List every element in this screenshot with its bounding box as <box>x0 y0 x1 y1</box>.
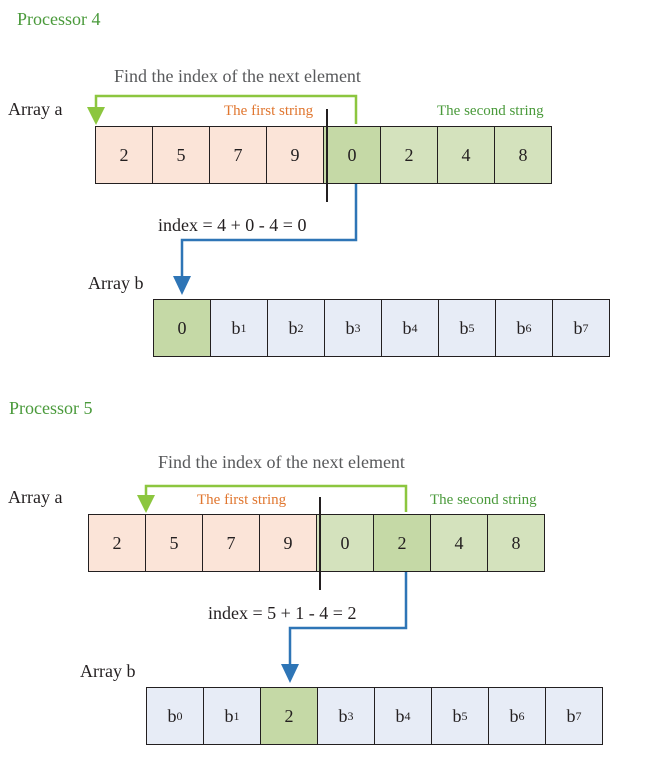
processor-5-label: Processor 5 <box>9 398 93 418</box>
array-a-cell: 8 <box>487 514 545 572</box>
blue-write-arrow <box>281 572 408 683</box>
array-a-label: Array a <box>8 99 63 119</box>
array-a-cell: 2 <box>380 126 438 184</box>
index-formula: index = 4 + 0 - 4 = 0 <box>158 215 307 235</box>
array-a-cell: 7 <box>202 514 260 572</box>
array-a-cell: 4 <box>437 126 495 184</box>
blue-write-arrow <box>173 184 358 295</box>
array-a: 2 5 7 9 0 2 4 8 <box>95 126 552 184</box>
array-b-cell-written: 0 <box>153 299 211 357</box>
green-lookup-arrow <box>87 94 358 125</box>
second-string-label: The second string <box>437 103 544 119</box>
array-a: 2 5 7 9 0 2 4 8 <box>88 514 545 572</box>
array-a-label: Array a <box>8 487 63 507</box>
green-lookup-arrow <box>137 484 408 513</box>
array-a-cell: 5 <box>145 514 203 572</box>
find-next-index-caption: Find the index of the next element <box>158 452 405 472</box>
processor-4-label: Processor 4 <box>17 9 101 29</box>
array-a-cell: 8 <box>494 126 552 184</box>
first-string-label: The first string <box>197 492 287 508</box>
array-b-label: Array b <box>80 661 136 681</box>
array-b-label: Array b <box>88 273 144 293</box>
array-b-cell-written: 2 <box>260 687 318 745</box>
index-formula: index = 5 + 1 - 4 = 2 <box>208 603 357 623</box>
find-next-index-caption: Find the index of the next element <box>114 66 361 86</box>
array-a-cell: 9 <box>266 126 324 184</box>
first-string-label: The first string <box>224 103 314 119</box>
array-a-cell-current: 2 <box>373 514 431 572</box>
array-a-cell: 4 <box>430 514 488 572</box>
array-a-cell: 9 <box>259 514 317 572</box>
array-a-cell: 7 <box>209 126 267 184</box>
second-string-label: The second string <box>430 492 537 508</box>
array-a-cell: 2 <box>95 126 153 184</box>
